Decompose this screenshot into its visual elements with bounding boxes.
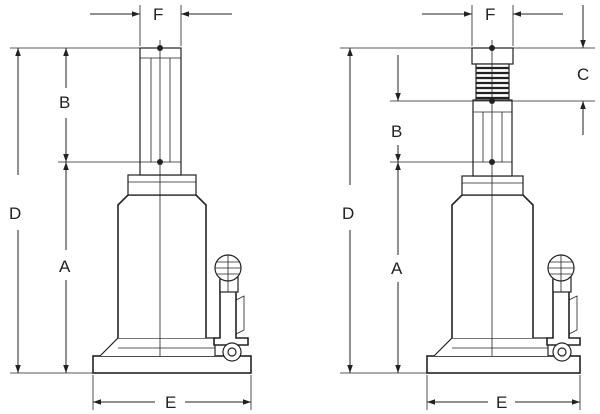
left-pump bbox=[213, 254, 249, 362]
right-dim-d: D bbox=[342, 204, 354, 223]
left-dim-f: F bbox=[153, 5, 163, 24]
left-cylinder bbox=[117, 174, 207, 338]
left-dim-b: B bbox=[59, 93, 70, 112]
right-dimensions: F C D B A E bbox=[340, 5, 595, 412]
left-ram bbox=[139, 45, 182, 176]
right-screw-extension bbox=[471, 45, 514, 104]
right-pump bbox=[546, 254, 581, 362]
right-ram bbox=[472, 99, 513, 177]
left-dim-a: A bbox=[59, 257, 71, 276]
right-jack bbox=[426, 40, 581, 374]
right-dim-c: C bbox=[577, 65, 589, 84]
left-dim-e: E bbox=[165, 393, 176, 412]
right-base-plate bbox=[426, 337, 581, 374]
right-dim-f: F bbox=[485, 5, 495, 24]
left-jack bbox=[92, 40, 252, 374]
right-dim-e: E bbox=[496, 393, 507, 412]
right-cylinder bbox=[451, 175, 534, 338]
right-dim-b: B bbox=[391, 122, 402, 141]
left-dimensions: F D B A E bbox=[9, 5, 252, 412]
right-dim-a: A bbox=[391, 259, 403, 278]
left-dim-d: D bbox=[9, 204, 21, 223]
